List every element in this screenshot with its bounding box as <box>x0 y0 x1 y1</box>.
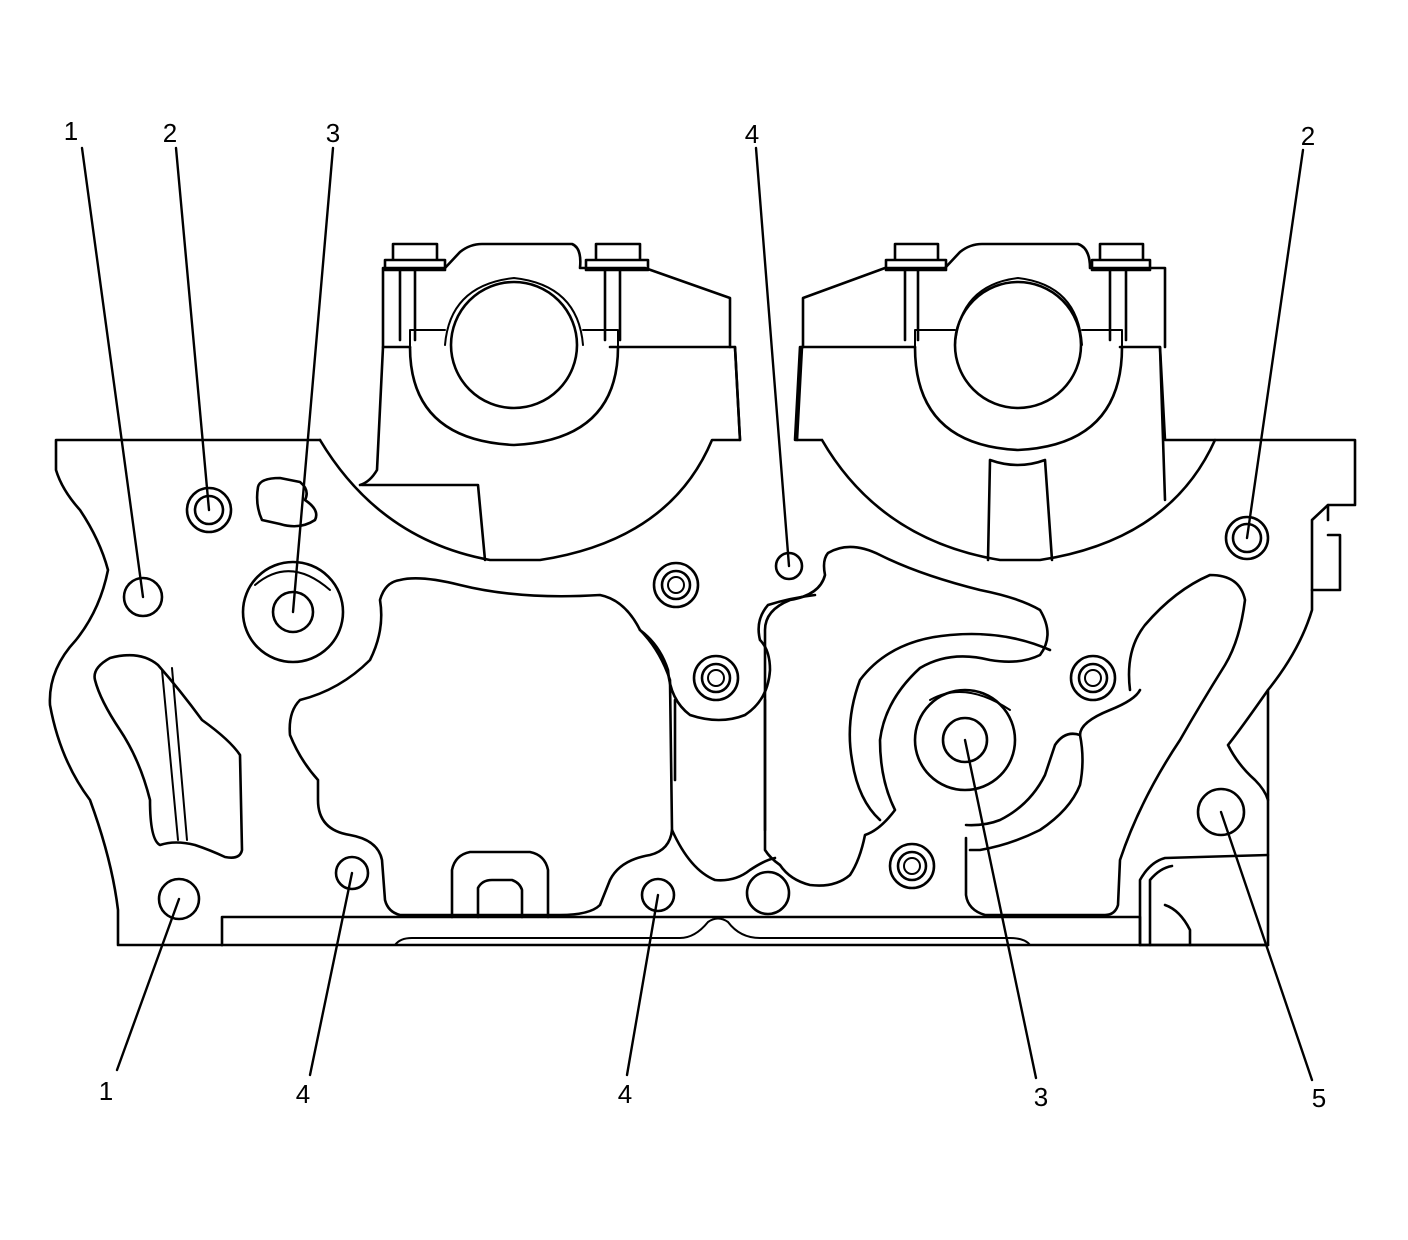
lower-bridge <box>670 828 777 882</box>
callout-2-top-right: 2 <box>1301 121 1315 151</box>
callout-4-bottom-center: 4 <box>618 1079 632 1109</box>
callout-1-top-left: 1 <box>64 116 78 146</box>
center-divider <box>733 345 804 442</box>
leader-lines <box>80 146 1314 1082</box>
water-jacket-right <box>673 545 1270 947</box>
camshaft-bearing-left <box>318 242 742 562</box>
bolt-holes <box>122 486 1270 921</box>
water-jacket-left <box>93 476 674 919</box>
camshaft-bearing-right <box>793 242 1217 562</box>
callout-2-top-left: 2 <box>163 118 177 148</box>
callout-3-top: 3 <box>326 118 340 148</box>
callout-4-top: 4 <box>745 119 759 149</box>
callout-1-bottom: 1 <box>99 1076 113 1106</box>
callout-labels-bottom: 1 4 4 3 5 <box>99 1076 1326 1113</box>
callout-labels-top: 1 2 3 4 2 <box>64 116 1315 151</box>
callout-4-bottom-left: 4 <box>296 1079 310 1109</box>
center-boss <box>638 593 817 722</box>
callout-5-bottom: 5 <box>1312 1083 1326 1113</box>
callout-3-bottom: 3 <box>1034 1082 1048 1112</box>
head-outline <box>48 438 1357 947</box>
